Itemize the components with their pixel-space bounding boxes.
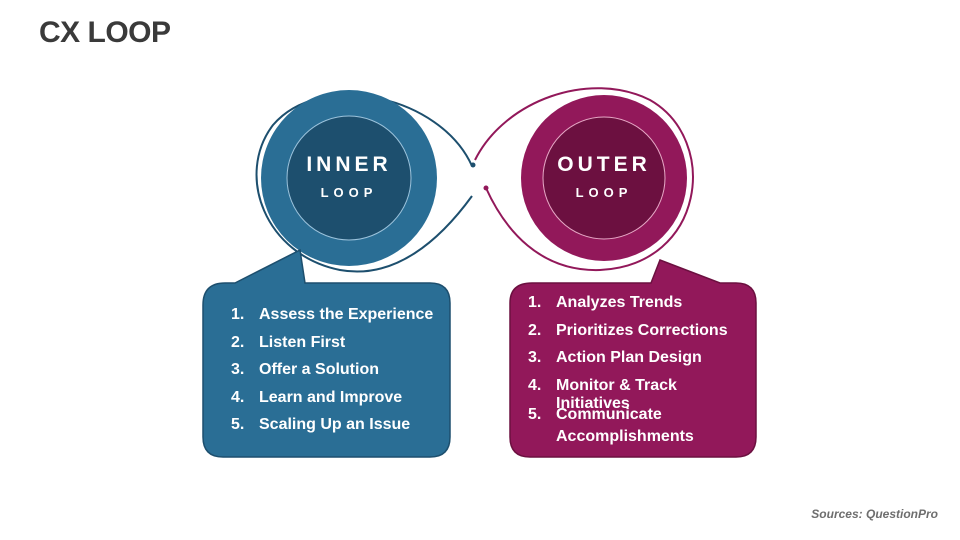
inner-loop-inner-circle (286, 115, 412, 241)
source-credit: Sources: QuestionPro (811, 507, 938, 521)
list-item: 4. Learn and Improve (231, 389, 441, 417)
inner-loop-label: INNER LOOP (274, 153, 424, 200)
list-item-text: Offer a Solution (259, 361, 379, 378)
list-item-number: 5. (528, 406, 542, 423)
inner-callout-box (202, 248, 451, 458)
list-item: 2. Listen First (231, 334, 441, 362)
list-item-number: 4. (528, 376, 542, 394)
list-item-number: 4. (231, 388, 245, 406)
list-item: 3. Action Plan Design (528, 349, 753, 377)
list-item-number: 1. (231, 306, 245, 323)
list-item: 5. Scaling Up an Issue (231, 416, 441, 444)
list-item-number: 2. (231, 333, 245, 351)
list-item: 4. Monitor & Track Initiatives (528, 376, 753, 412)
list-item: 2. Prioritizes Corrections (528, 322, 753, 350)
connector-dot-bottom (483, 185, 489, 191)
outer-loop-list: 1. Analyzes Trends 2. Prioritizes Correc… (528, 294, 753, 448)
inner-loop-title: INNER (306, 153, 392, 176)
list-item-text: Analyzes Trends (556, 294, 683, 311)
list-item-number: 5. (231, 416, 245, 433)
outer-loop-line (474, 87, 694, 272)
list-item-text: Monitor & Track Initiatives (556, 376, 677, 412)
inner-loop-subtitle: LOOP (320, 185, 378, 200)
connector-dot-top (470, 162, 476, 168)
list-item-number: 2. (528, 321, 542, 339)
list-item: 1. Analyzes Trends (528, 294, 753, 322)
outer-callout-box (509, 259, 757, 458)
list-item-number: 3. (231, 361, 245, 378)
list-item: 3. Offer a Solution (231, 361, 441, 389)
inner-loop-list: 1. Assess the Experience 2. Listen First… (231, 306, 441, 444)
list-item-text: Learn and Improve (259, 388, 403, 406)
outer-loop-title: OUTER (557, 153, 651, 176)
list-item-text: Listen First (259, 333, 346, 351)
list-item-text: Communicate Accomplishments (556, 406, 694, 445)
outer-loop-label: OUTER LOOP (529, 153, 679, 200)
list-item-number: 1. (528, 294, 542, 311)
list-item-number: 3. (528, 349, 542, 366)
outer-loop-subtitle: LOOP (575, 185, 633, 200)
list-item: 1. Assess the Experience (231, 306, 441, 334)
list-item-text: Action Plan Design (556, 349, 702, 366)
list-item-text: Scaling Up an Issue (259, 416, 411, 433)
outer-loop-inner-circle (542, 116, 666, 240)
list-item-text: Prioritizes Corrections (556, 321, 728, 339)
list-item-text: Assess the Experience (259, 306, 434, 323)
list-item: 5. Communicate Accomplishments (528, 404, 753, 448)
page-title: CX LOOP (39, 16, 171, 49)
